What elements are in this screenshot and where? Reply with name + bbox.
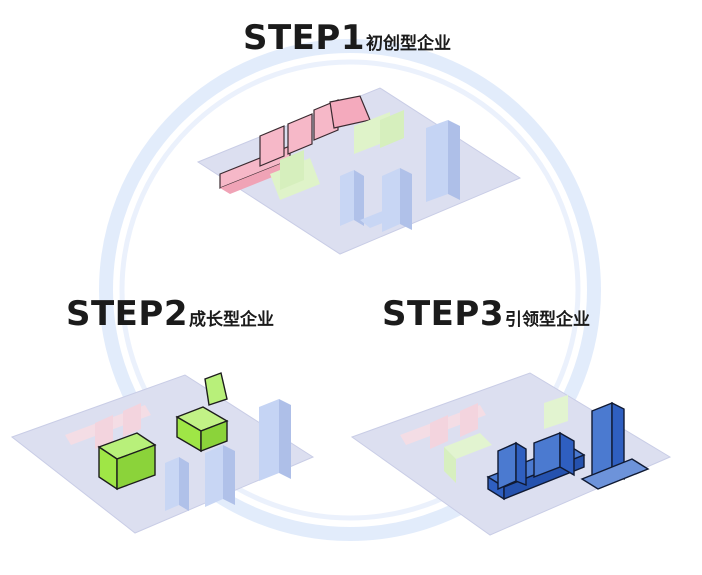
blue-tower-blocks <box>486 401 650 501</box>
step1-title: STEP1初创型企业 <box>243 18 451 58</box>
step2-stage-label: 成长型企业 <box>188 310 274 330</box>
step3-stage-label: 引领型企业 <box>504 310 590 330</box>
blue-towers <box>340 120 460 232</box>
step3-city-block <box>350 372 672 536</box>
blue-towers <box>165 399 291 511</box>
step3-label: STEP3 <box>382 294 504 334</box>
faded-green-blocks <box>444 395 568 483</box>
step1-city-block <box>196 87 522 255</box>
cycle-ring <box>99 39 601 541</box>
step3-title: STEP3引领型企业 <box>382 294 590 334</box>
faded-pink-blocks <box>65 403 151 449</box>
ground-plate <box>10 374 315 534</box>
green-mid-rise-blocks <box>97 372 229 491</box>
step2-city-block <box>10 372 315 534</box>
step2-label: STEP2 <box>66 294 188 334</box>
step2-title: STEP2成长型企业 <box>66 294 274 334</box>
step1-label: STEP1 <box>243 18 365 58</box>
green-mid-blocks <box>270 110 404 200</box>
faded-pink-blocks <box>400 403 486 449</box>
step1-stage-label: 初创型企业 <box>365 34 451 54</box>
pink-low-rise-blocks <box>219 95 371 194</box>
